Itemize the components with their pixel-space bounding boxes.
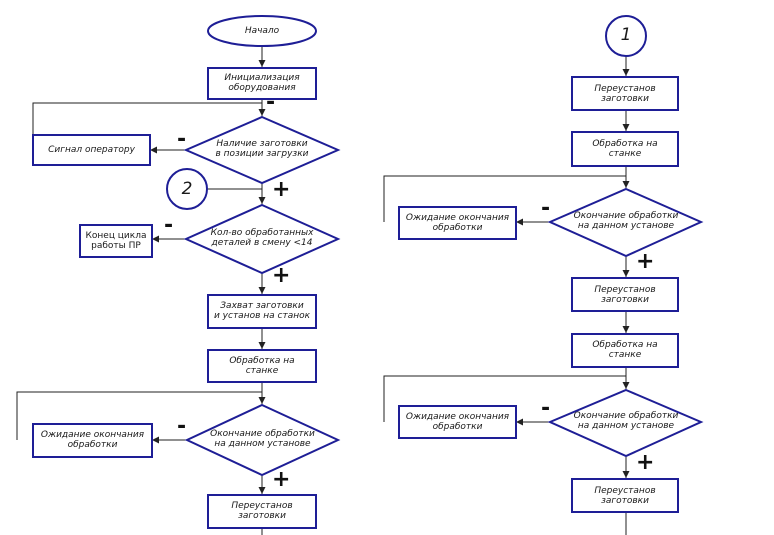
- done-1-decision: [184, 403, 341, 477]
- minus-sign: -: [541, 196, 551, 221]
- reset-2-box: [571, 76, 679, 111]
- init-label: Инициализация оборудования: [224, 73, 300, 93]
- reset-3-label: Переустанов заготовки: [594, 285, 656, 305]
- start-terminal: [207, 15, 317, 47]
- signal-operator-label: Сигнал оператору: [48, 145, 135, 155]
- plus-sign: +: [636, 249, 655, 274]
- wait-3-label: Ожидание окончания обработки: [405, 412, 510, 432]
- plus-sign: +: [272, 177, 291, 202]
- connector-2-circle: [166, 168, 208, 210]
- start-label: Начало: [244, 26, 280, 36]
- grab-label: Захват заготовки и установ на станок: [213, 301, 311, 321]
- init-box: [207, 67, 317, 100]
- connector-2-label: 2: [181, 179, 193, 199]
- plus-sign: +: [272, 263, 291, 288]
- minus-sign: -: [164, 213, 174, 238]
- plus-sign: +: [636, 450, 655, 475]
- wait-2-label: Ожидание окончания обработки: [405, 213, 510, 233]
- minus-sign: -: [541, 396, 551, 421]
- machining-2-box: [571, 131, 679, 167]
- wait-1-label: Ожидание окончания обработки: [40, 430, 145, 450]
- minus-sign: -: [266, 90, 276, 115]
- reset-2-label: Переустанов заготовки: [594, 84, 656, 104]
- plus-sign: +: [272, 467, 291, 492]
- grab-box: [207, 294, 317, 329]
- machining-3-box: [571, 333, 679, 368]
- wait-1-box: [32, 423, 153, 458]
- machining-3-label: Обработка на станке: [592, 340, 658, 360]
- machining-2-label: Обработка на станке: [592, 139, 658, 159]
- machining-1-label: Обработка на станке: [229, 356, 295, 376]
- end-cycle-label: Конец цикла работы ПР: [85, 231, 147, 251]
- check-count-decision: [183, 203, 341, 275]
- check-blank-decision: [183, 115, 341, 185]
- minus-sign: -: [177, 127, 187, 152]
- done-3-decision: [547, 388, 704, 458]
- signal-operator-box: [32, 134, 151, 166]
- machining-1-box: [207, 349, 317, 383]
- connector-1-circle: [605, 15, 647, 57]
- reset-3-box: [571, 277, 679, 312]
- wait-2-box: [398, 206, 517, 240]
- minus-sign: -: [177, 414, 187, 439]
- done-2-decision: [547, 187, 704, 258]
- check-blank-label: Наличие заготовки в позиции загрузки: [215, 139, 309, 159]
- end-cycle-box: [79, 224, 153, 258]
- wait-3-box: [398, 405, 517, 439]
- done-2-label: Окончание обработки на данном установе: [573, 211, 679, 231]
- reset-4-box: [571, 478, 679, 513]
- connector-1-label: 1: [620, 25, 632, 45]
- done-1-label: Окончание обработки на данном установе: [210, 429, 315, 449]
- reset-1-label: Переустанов заготовки: [231, 501, 293, 521]
- check-count-label: Кол-во обработанных деталей в смену <14: [210, 228, 314, 248]
- reset-4-label: Переустанов заготовки: [594, 486, 656, 506]
- done-3-label: Окончание обработки на данном установе: [573, 411, 679, 431]
- reset-1-box: [207, 494, 317, 529]
